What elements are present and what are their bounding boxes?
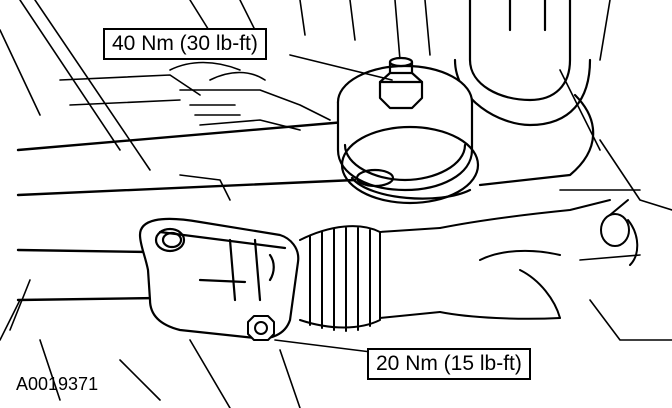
- torque-callout-lower: 20 Nm (15 lb-ft): [367, 348, 531, 380]
- upper-bushing: [336, 56, 480, 205]
- bracket-plate: [138, 217, 300, 340]
- lower-bolt: [247, 315, 275, 341]
- rack-boot: [299, 225, 441, 332]
- linkage-rods: [16, 120, 357, 302]
- rack-housing: [439, 199, 639, 320]
- torque-callout-upper: 40 Nm (30 lb-ft): [103, 28, 267, 60]
- figure-id-label: A0019371: [16, 374, 99, 394]
- grooved-tube: [169, 61, 331, 201]
